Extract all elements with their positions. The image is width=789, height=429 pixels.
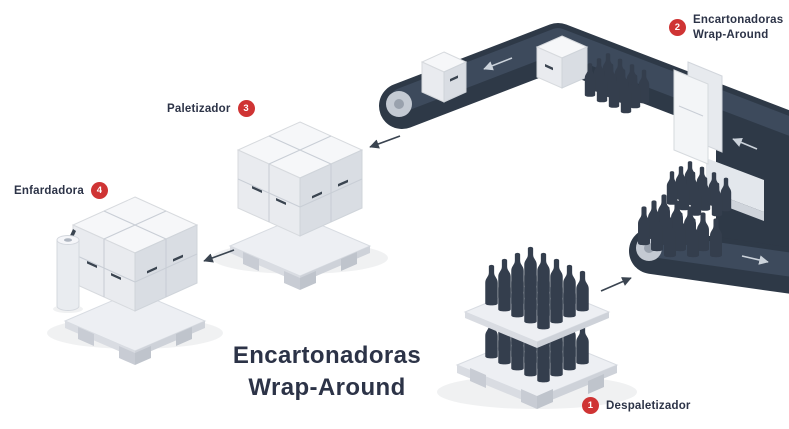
flow-arrow [483, 57, 513, 71]
flow-arrow [203, 249, 235, 263]
main-title-line2: Wrap-Around [248, 373, 406, 401]
main-title: Encartonadoras Wrap-Around [218, 340, 436, 403]
station-label-enfardadora: Enfardadora 4 [14, 182, 108, 199]
flow-arrow [369, 135, 401, 149]
flow-arrow [732, 137, 758, 150]
station-label-despaletizador: 1 Despaletizador [582, 397, 691, 414]
station-label-text: Despaletizador [606, 399, 691, 412]
carton-pallet-enfardadora [63, 196, 207, 365]
station-label-encartonadoras: 2 Encartonadoras Wrap-Around [669, 13, 783, 43]
carton-box [535, 35, 589, 89]
station-label-text: Enfardadora [14, 184, 84, 197]
station-label-text: Encartonadoras [693, 14, 784, 26]
stretch-film-roll [56, 229, 80, 311]
carton-box [420, 51, 468, 103]
station-number-badge: 2 [669, 19, 686, 37]
flow-arrow [741, 255, 769, 265]
carton-pallet-paletizador [228, 121, 372, 290]
machine-chute [706, 158, 764, 212]
station-label-text: Wrap-Around [693, 28, 769, 41]
station-label-text: Paletizador [167, 102, 231, 115]
carton-blank-stack [673, 61, 723, 165]
station-label-paletizador: Paletizador 3 [167, 100, 255, 117]
station-number-badge: 4 [90, 182, 108, 199]
flow-arrow [600, 277, 632, 292]
station-number-badge: 1 [582, 397, 599, 414]
bottle-pallet-despaletizador [455, 246, 619, 409]
station-number-badge: 3 [237, 100, 255, 117]
main-title-line1: Encartonadoras [232, 342, 422, 369]
